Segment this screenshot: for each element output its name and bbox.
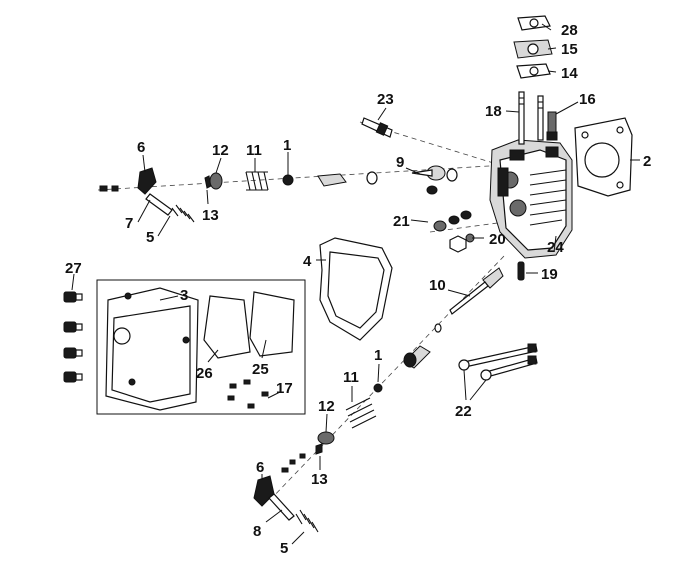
callout-13a: 13 [202,207,219,224]
callout-1a: 1 [283,137,291,154]
callout-19: 19 [541,266,558,283]
callout-14: 14 [561,65,578,82]
callout-28: 28 [561,22,578,39]
callout-2: 2 [643,153,651,170]
gasket-14 [516,63,551,79]
upper-valve-train [99,165,475,253]
cover-bolts-27 [63,291,83,383]
lower-valve-train [253,267,504,533]
cylinder-head-cover-kit-box [96,279,306,415]
callout-23: 23 [377,91,394,108]
studs-18 [518,91,544,145]
leader-lines [71,23,640,545]
callout-1b: 1 [374,347,382,364]
callout-11b: 11 [343,369,359,386]
callout-11a: 11 [246,142,262,159]
callout-3: 3 [180,287,188,304]
cylinder-studs-22 [458,343,538,381]
rocker-spring-5a [171,204,195,223]
cylinder-head-fins [529,169,567,226]
callout-20: 20 [489,231,506,248]
callout-18: 18 [485,103,502,120]
callout-12a: 12 [212,142,229,159]
callout-labels: 28 15 14 23 16 18 2 6 12 11 1 9 13 7 5 2… [65,22,651,557]
callout-25: 25 [252,361,269,378]
callout-26: 26 [196,365,213,382]
cylinder-head [489,139,573,259]
spark-plug-23 [361,117,393,138]
callout-5b: 5 [280,540,288,557]
callout-13b: 13 [311,471,328,488]
callout-17: 17 [276,380,293,397]
callout-22: 22 [455,403,472,420]
head-cover-gasket-4 [319,237,393,341]
callout-8: 8 [253,523,261,540]
callout-4: 4 [303,253,312,270]
callout-27: 27 [65,260,82,277]
callout-24: 24 [547,239,564,256]
valve-spring-11a [245,171,269,191]
callout-15: 15 [561,41,578,58]
head-gasket [574,117,633,197]
intake-gasket-28 [517,15,551,31]
callout-5a: 5 [146,229,154,246]
callout-6b: 6 [256,459,264,476]
callout-6a: 6 [137,139,145,156]
callout-7: 7 [125,215,133,232]
temperature-sensor-16 [546,111,558,141]
callout-12b: 12 [318,398,335,415]
dowel-pin-19 [517,261,525,281]
callout-16: 16 [579,91,596,108]
rocker-spring-5b [295,509,319,533]
valve-spring-11b [345,397,377,429]
callout-10: 10 [429,277,446,294]
insulator-15 [513,39,553,59]
callout-21: 21 [393,213,410,230]
callout-9: 9 [396,154,404,171]
